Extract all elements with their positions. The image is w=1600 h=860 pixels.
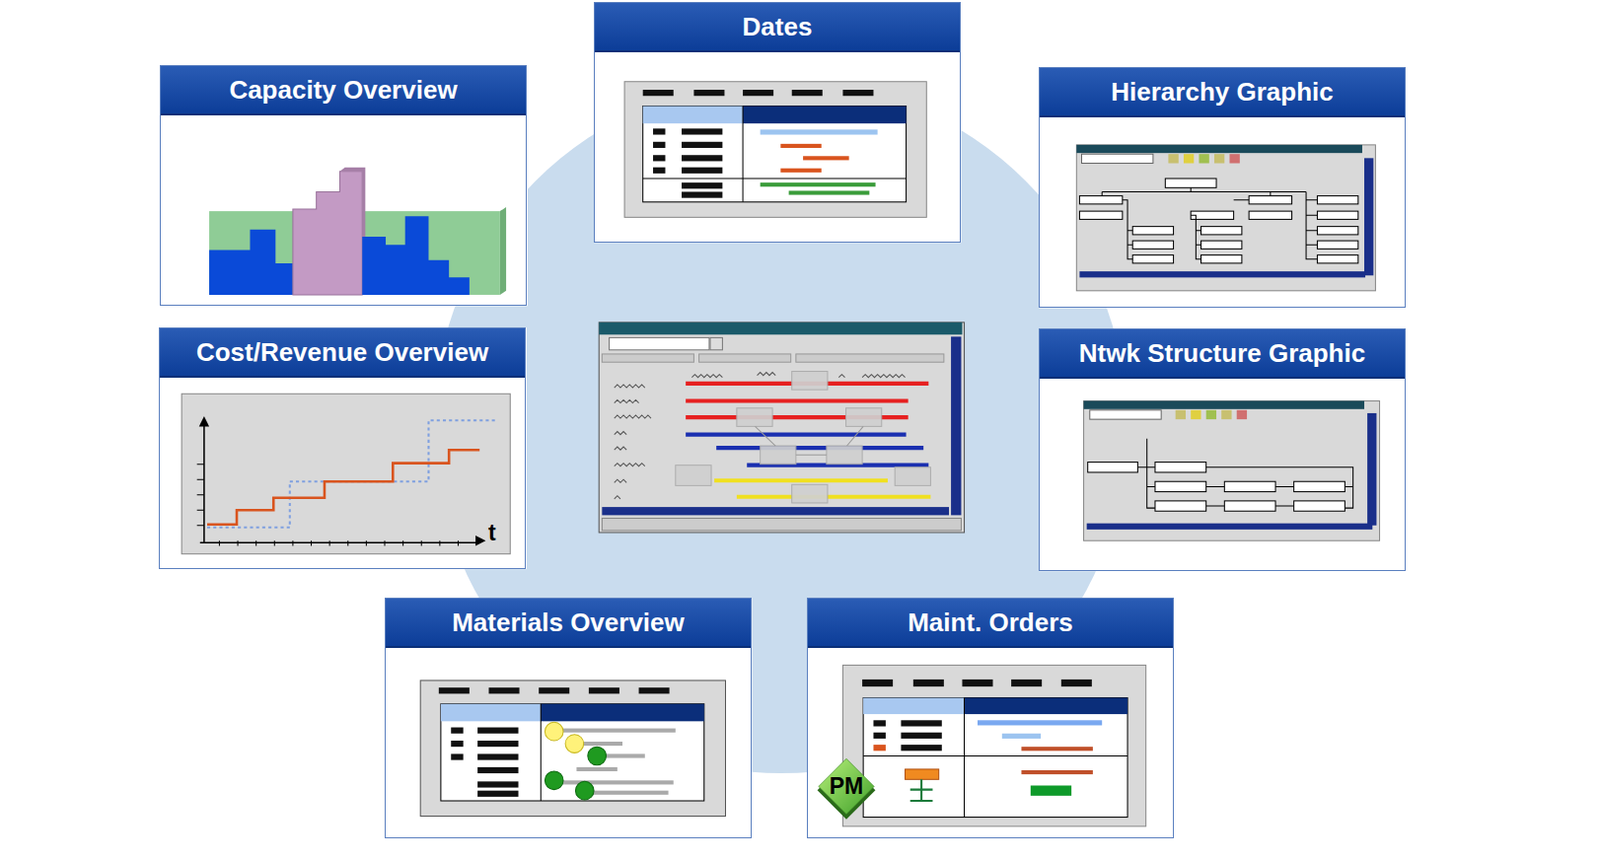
pm-diamond: PM bbox=[814, 757, 878, 821]
panel-bodies bbox=[158, 1, 1406, 839]
pm-text: PM bbox=[829, 773, 865, 800]
maint-orders-window bbox=[842, 664, 1146, 826]
panel-title: Capacity Overview bbox=[228, 74, 457, 106]
panel-title: Maint. Orders bbox=[907, 607, 1074, 639]
view-panel: Hierarchy Graphic bbox=[1038, 67, 1406, 308]
panel-title: Materials Overview bbox=[451, 607, 685, 639]
cost-revenue-chart bbox=[181, 393, 510, 554]
panel-header: Dates bbox=[594, 2, 960, 53]
dates-gantt bbox=[624, 81, 927, 219]
view-panel: Materials Overview bbox=[384, 597, 752, 839]
view-panel: Cost/Revenue Overview bbox=[158, 327, 526, 570]
panel-header: Capacity Overview bbox=[160, 66, 526, 116]
panel-header: Maint. Orders bbox=[807, 598, 1173, 649]
panel-title: Hierarchy Graphic bbox=[1110, 76, 1333, 108]
axis-label: t bbox=[488, 519, 497, 547]
view-panel: Dates bbox=[593, 1, 961, 243]
central-screenshot bbox=[598, 322, 964, 533]
hierarchy-window bbox=[1076, 145, 1376, 291]
panel-header: Ntwk Structure Graphic bbox=[1039, 329, 1405, 379]
materials-window bbox=[420, 680, 726, 817]
panel-header: Cost/Revenue Overview bbox=[159, 328, 525, 378]
view-panel: Capacity Overview bbox=[159, 65, 527, 306]
panel-title: Ntwk Structure Graphic bbox=[1079, 338, 1366, 369]
panel-title: Cost/Revenue Overview bbox=[196, 337, 489, 368]
network-window bbox=[1084, 401, 1381, 542]
panel-header: Materials Overview bbox=[385, 598, 751, 649]
capacity-chart bbox=[209, 167, 507, 295]
panel-header: Hierarchy Graphic bbox=[1039, 68, 1405, 118]
view-panel: Maint. OrdersPM bbox=[806, 597, 1174, 839]
view-panel: Ntwk Structure Graphic bbox=[1038, 328, 1406, 572]
panel-title: Dates bbox=[742, 11, 813, 43]
